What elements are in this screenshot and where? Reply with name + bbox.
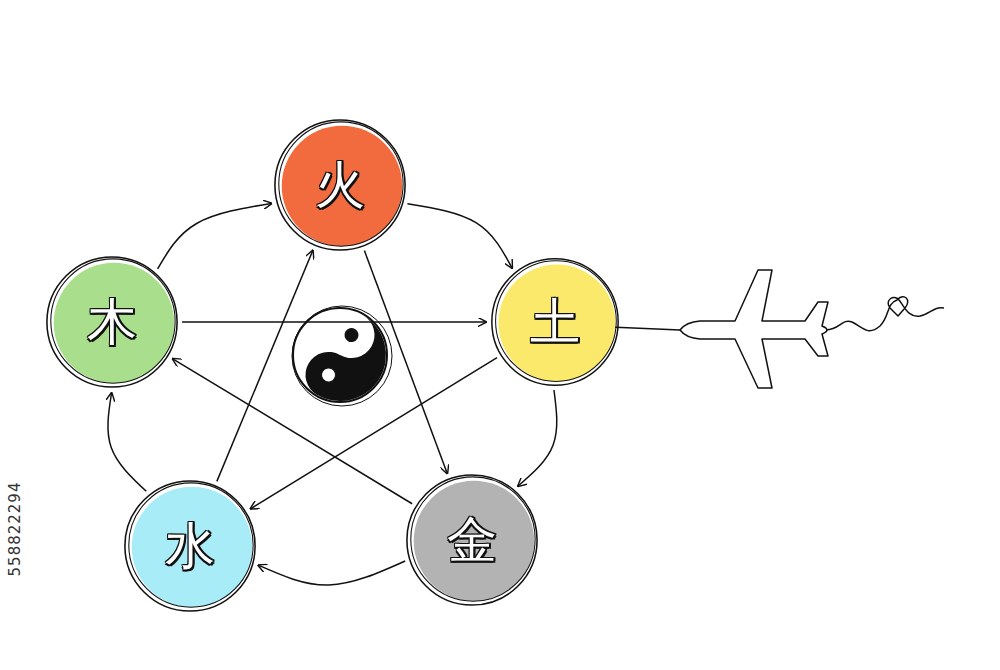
element-character: 土 [489, 256, 621, 388]
cycle-arrow [217, 251, 313, 482]
cycle-arrow [407, 204, 512, 268]
element-circle: 土 [489, 256, 621, 388]
element-circle: 火 [272, 117, 408, 253]
stock-id-watermark: 558822294 [6, 434, 24, 624]
element-circle: 水 [122, 478, 258, 614]
yin-yang-symbol [292, 304, 403, 418]
element-character: 木 [44, 254, 180, 390]
element-circle: 金 [404, 472, 540, 608]
cycle-arrow [258, 561, 405, 585]
element-circle: 木 [44, 254, 180, 390]
element-character: 金 [404, 472, 540, 608]
cycle-arrow [518, 390, 557, 486]
cycle-arrow [364, 251, 447, 474]
cycle-arrow [173, 359, 412, 504]
cycle-arrow [108, 393, 146, 491]
cycle-arrow [182, 321, 486, 323]
cycle-arrow [158, 203, 272, 268]
element-character: 水 [122, 478, 258, 614]
airplane-doodle [607, 270, 945, 388]
element-character: 火 [272, 117, 408, 253]
